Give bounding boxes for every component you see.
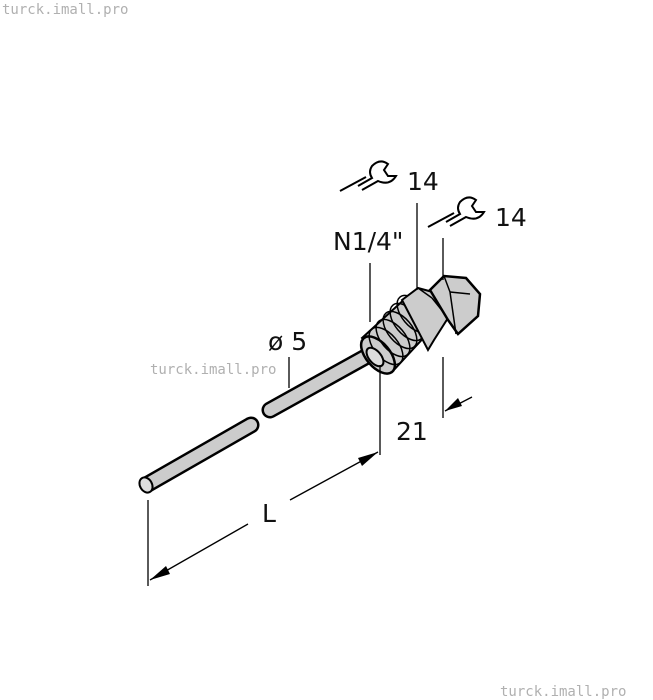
arrow-head <box>358 452 378 466</box>
wrench-size-label: 14 <box>407 167 439 196</box>
arrow-head <box>445 398 462 411</box>
tube-upper <box>261 341 387 419</box>
leader-lines <box>147 203 473 586</box>
tube-lower <box>138 416 260 494</box>
length-label: L <box>262 499 276 528</box>
watermark-top: turck.imall.pro <box>2 2 128 18</box>
thread-label: N1/4" <box>333 227 403 256</box>
hex-length-label: 21 <box>396 417 428 446</box>
diameter-label: ø 5 <box>268 327 307 356</box>
wrench-icon <box>339 160 398 192</box>
arrow-head <box>150 566 170 580</box>
hex-nut-2 <box>428 274 482 336</box>
wrench-size-label: 14 <box>495 203 527 232</box>
watermark-bottom: turck.imall.pro <box>500 684 626 700</box>
watermark-center: turck.imall.pro <box>150 362 276 378</box>
wrench-icon <box>427 196 486 228</box>
